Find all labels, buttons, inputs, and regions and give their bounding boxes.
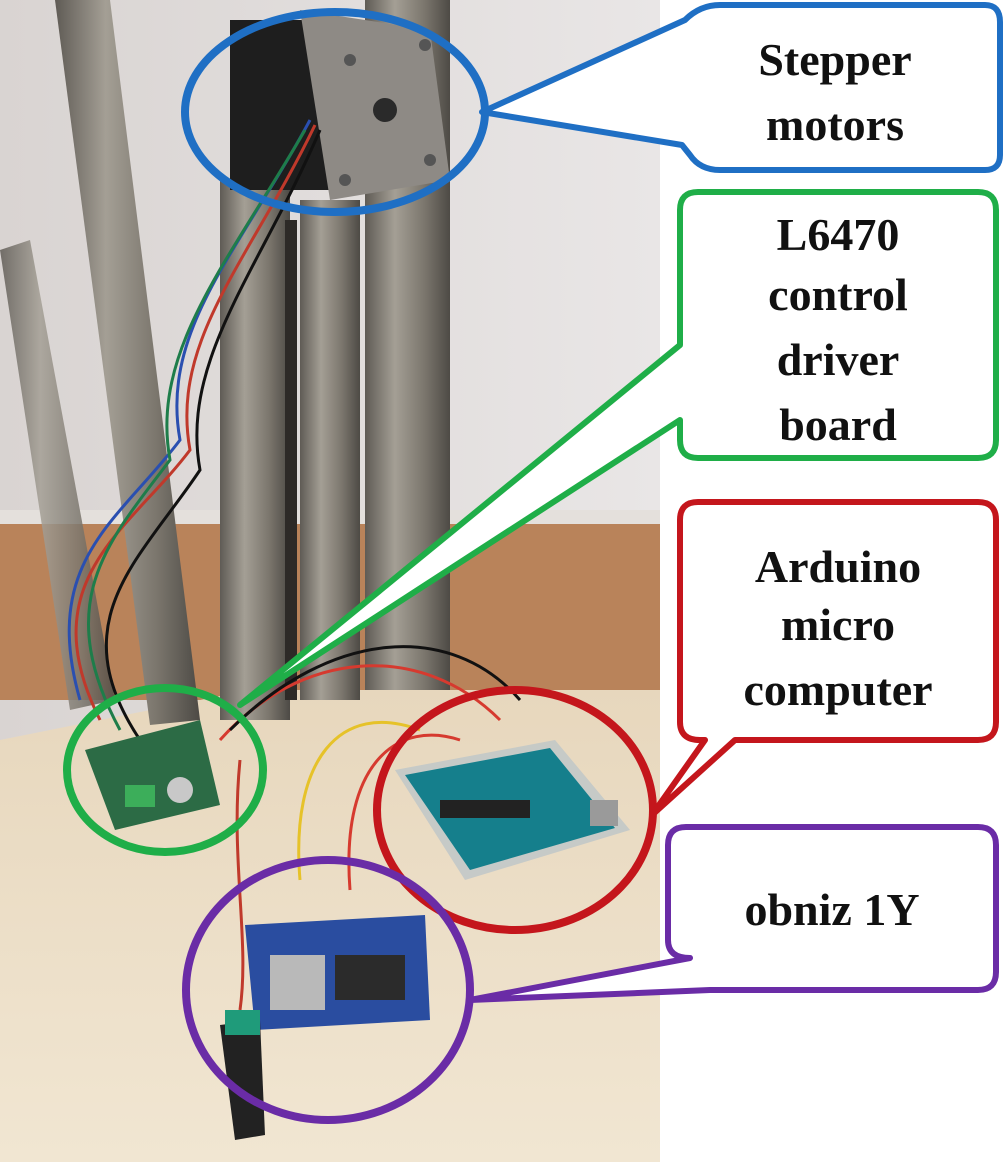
wiring (67, 119, 522, 1011)
stepper-motor (230, 10, 450, 200)
driver-board (85, 720, 220, 830)
arduino-label-line3: computer (743, 664, 932, 715)
arduino-label-line2: micro (781, 599, 895, 650)
driver-label-line3: driver (777, 334, 900, 385)
driver-label-line1: L6470 (777, 209, 900, 260)
stepper-label-line1: Stepper (758, 34, 911, 85)
stepper-callout-text: Stepper motors (758, 34, 911, 150)
obniz-highlight (182, 824, 999, 1124)
arduino-board (395, 740, 630, 880)
arduino-highlight (373, 499, 999, 934)
stepper-label-line2: motors (766, 99, 904, 150)
driver-label-line4: board (779, 399, 897, 450)
driver-label-line2: control (768, 269, 908, 320)
stepper-motor-highlight (181, 2, 1003, 216)
obniz-callout-text: obniz 1Y (744, 884, 919, 935)
obniz-label-line1: obniz 1Y (744, 884, 919, 935)
arduino-callout-text: Arduino micro computer (743, 541, 932, 715)
arduino-label-line1: Arduino (755, 541, 921, 592)
driver-board-highlight (63, 189, 999, 856)
obniz-board (220, 915, 430, 1140)
driver-callout-text: L6470 control driver board (768, 209, 908, 450)
